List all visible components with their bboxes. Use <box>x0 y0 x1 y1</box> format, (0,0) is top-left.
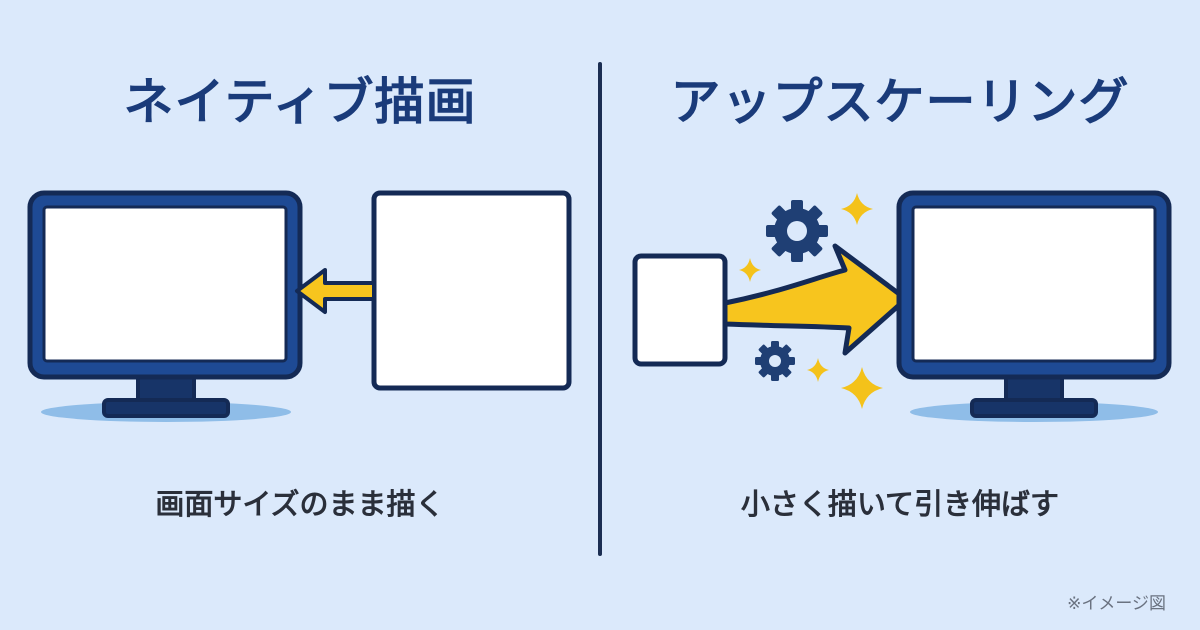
left-arrow-icon <box>295 268 376 314</box>
sparkle-icon <box>841 367 883 409</box>
small-source-frame <box>632 253 728 367</box>
center-divider <box>598 62 602 556</box>
sparkle-icon <box>807 358 829 382</box>
large-gear-icon <box>766 200 828 262</box>
sparkle-icon <box>841 193 873 225</box>
native-rendering-title: ネイティブ描画 <box>123 73 477 131</box>
left-monitor-icon <box>27 190 303 422</box>
sparkle-icon <box>739 258 761 282</box>
native-rendering-caption: 画面サイズのまま描く <box>155 487 445 521</box>
small-gear-icon <box>755 341 795 381</box>
right-monitor-icon <box>896 190 1172 422</box>
upscale-arrow-icon <box>722 243 909 356</box>
image-footnote: ※イメージ図 <box>1067 594 1166 614</box>
left-source-frame <box>371 190 572 391</box>
upscaling-title: アップスケーリング <box>670 73 1130 131</box>
upscaling-caption: 小さく描いて引き伸ばす <box>740 487 1060 521</box>
